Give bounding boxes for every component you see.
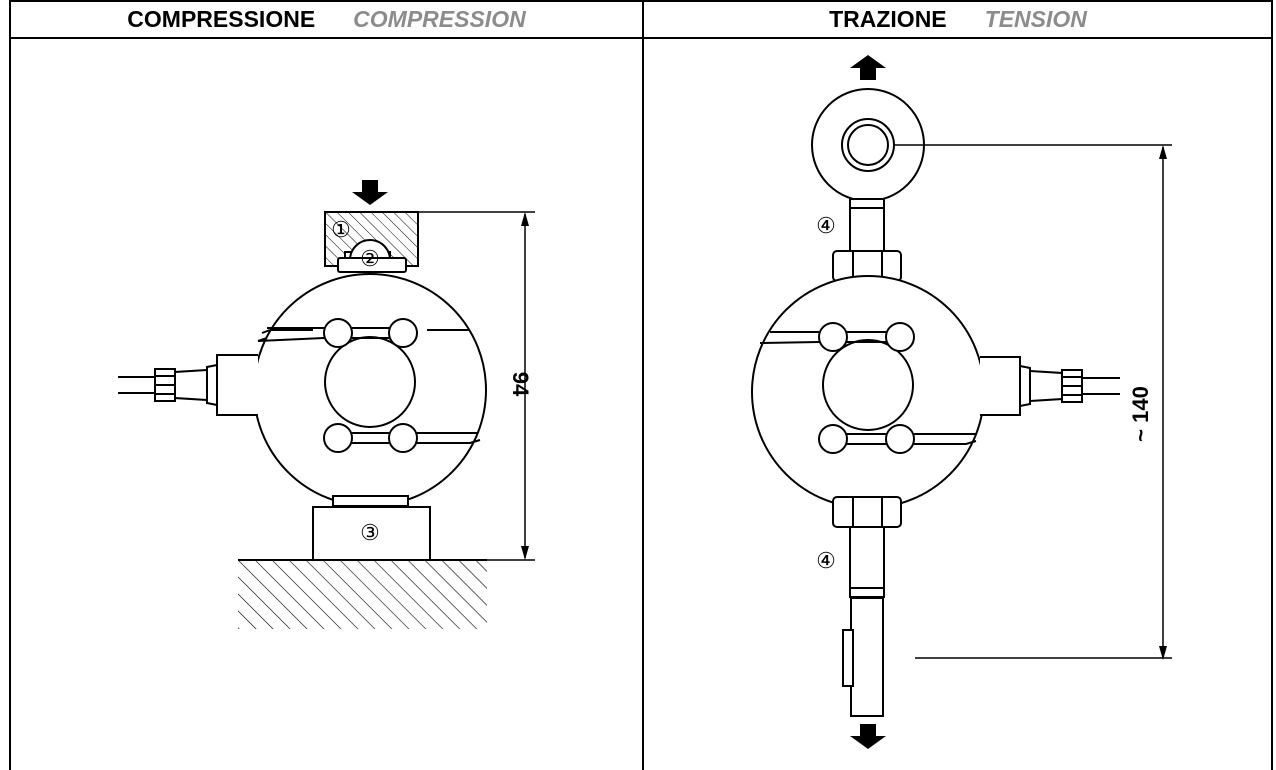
header-compression-main: COMPRESSIONE: [127, 5, 316, 32]
tension-drawing: [751, 55, 1172, 749]
callout-1: ①: [331, 217, 351, 242]
arrow-down-bottom-icon: [850, 724, 886, 749]
dimension-140: ~ 140: [1128, 386, 1153, 442]
base-block: [312, 506, 431, 560]
ground-hatch: [238, 561, 487, 629]
header-tension-main: TRAZIONE: [829, 5, 947, 32]
header-compression: COMPRESSIONE COMPRESSION: [10, 0, 643, 38]
callout-4-bottom: ④: [816, 548, 836, 573]
header-compression-sub: COMPRESSION: [353, 5, 526, 32]
callout-4-top: ④: [816, 213, 836, 238]
arrow-down-icon: [352, 180, 388, 205]
dimension-94: 94: [508, 372, 533, 397]
callout-2: ②: [360, 246, 380, 271]
compression-drawing: [118, 180, 535, 629]
arrow-up-icon: [850, 55, 886, 80]
header-tension: TRAZIONE TENSION: [644, 0, 1272, 38]
table-frame: [9, 0, 1273, 770]
header-tension-sub: TENSION: [984, 5, 1087, 32]
callout-3: ③: [360, 520, 380, 545]
